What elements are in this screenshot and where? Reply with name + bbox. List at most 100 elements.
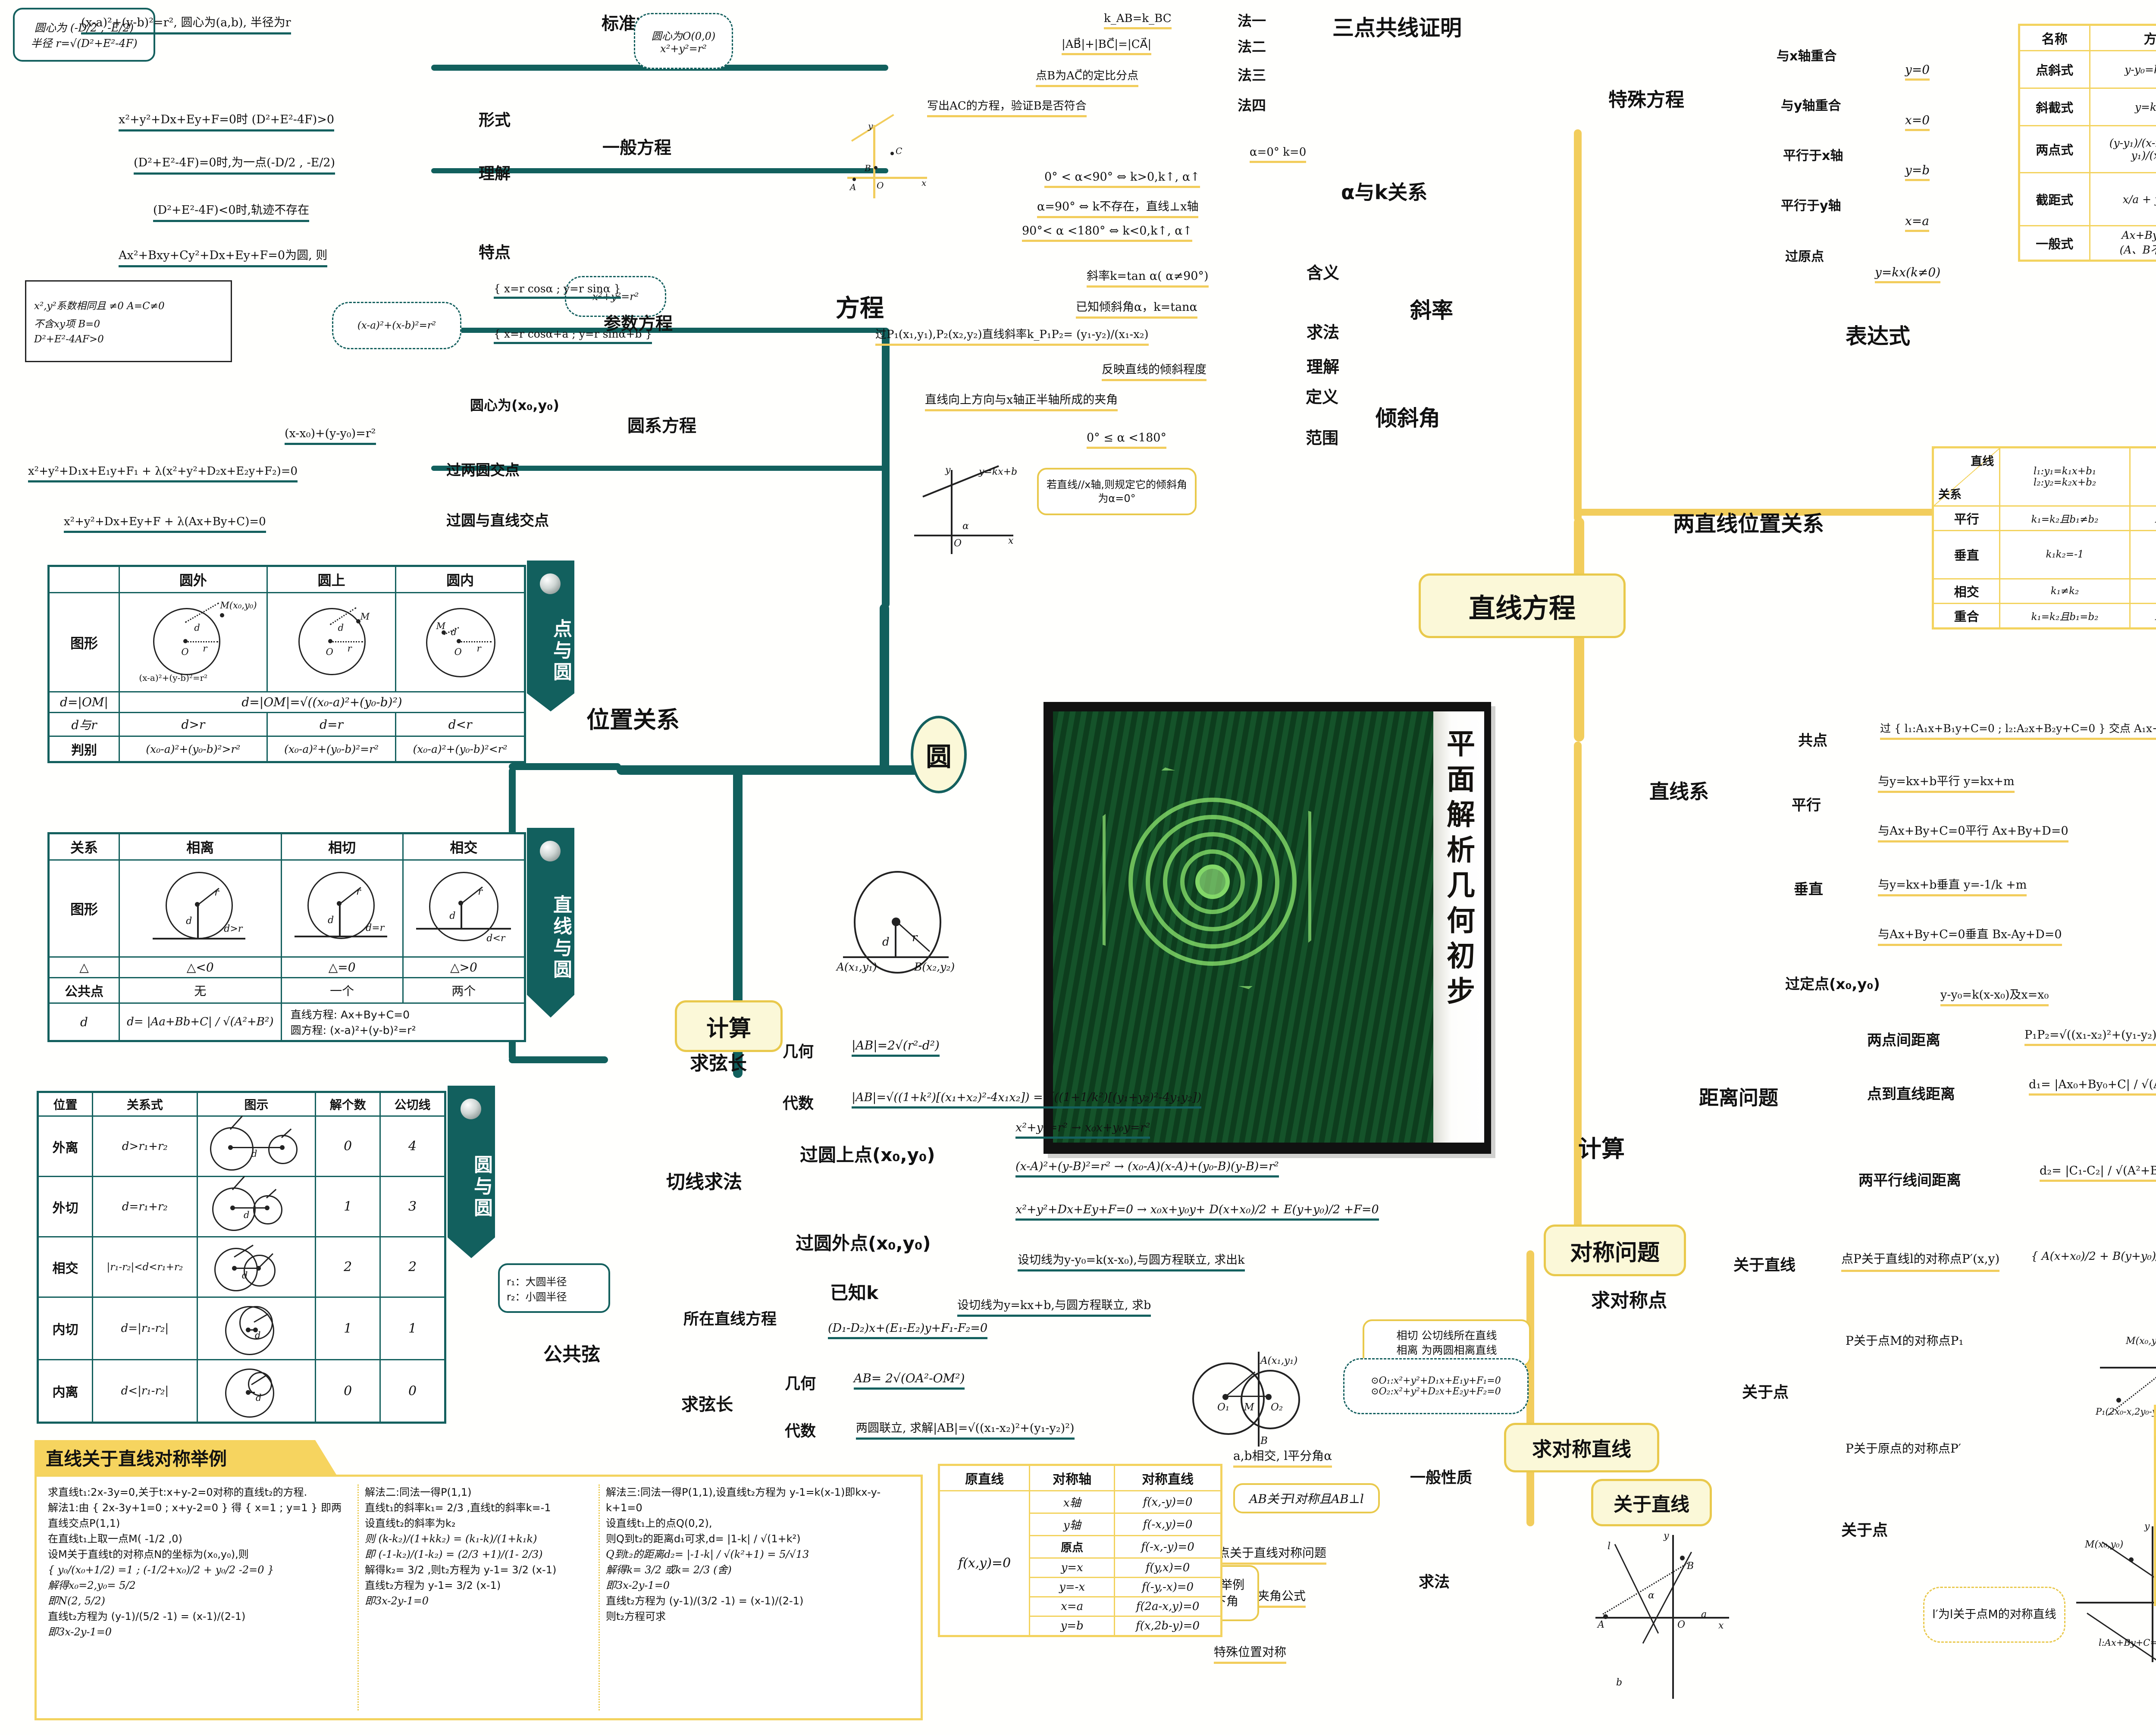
circle-general-callout: 圆心为 (-D/2 , -E/2) 半径 r=√(D²+E²-4F) bbox=[13, 8, 155, 62]
figure-line-separate: d r d>r bbox=[146, 868, 254, 947]
ex1-line7: 即N(2, 5/2) bbox=[48, 1595, 105, 1607]
cell-solutions: 0 bbox=[315, 1359, 381, 1423]
cell-name: 两点式 bbox=[2018, 125, 2090, 173]
label-sym-point-about-line: 关于直线 bbox=[1733, 1256, 1796, 1274]
table-row: △ △<0 △=0 △>0 bbox=[48, 956, 526, 978]
ex2-line7: 直线t₂方程为 y-1= 3/2 (x-1) bbox=[365, 1579, 501, 1591]
leaf-tangent-on-1: x²+y²=r² → x₀x+y₀y=r² bbox=[1015, 1121, 1150, 1139]
node-circle[interactable]: 圆 bbox=[911, 716, 967, 793]
label-expression: 表达式 bbox=[1846, 324, 1910, 349]
cell-name: 斜截式 bbox=[2018, 88, 2090, 126]
cell-c2: A₁B₂=A₂B₁且A₁C₂≠A₂C₁ bbox=[2129, 505, 2156, 531]
label-inclination-range: 范围 bbox=[1306, 429, 1339, 448]
book-title: 平面解析几何初步 bbox=[1442, 729, 1476, 1012]
label-chord-alg: 代数 bbox=[783, 1095, 814, 1112]
cell-result: f(2a-x,y)=0 bbox=[1114, 1596, 1222, 1617]
label-collinear-method-3: 法三 bbox=[1238, 67, 1266, 84]
label-line-family-concurrent: 共点 bbox=[1798, 732, 1827, 749]
node-symmetry-problem[interactable]: 对称问题 bbox=[1544, 1225, 1686, 1276]
book-spine: 平面解析几何初步 bbox=[1433, 711, 1484, 1143]
cell-relation: 垂直 bbox=[1932, 530, 2001, 579]
cloud-sym-line-text: l′为l关于点M的对称直线 bbox=[1932, 1608, 2056, 1622]
ex1-line9: 即3x-2y-1=0 bbox=[48, 1626, 112, 1638]
callout-parallel-text: 若直线//x轴,则规定它的倾斜角为α=0° bbox=[1046, 478, 1187, 504]
table-row: d d= |Aa+Bb+C| / √(A²+B²) 直线方程: Ax+By+C=… bbox=[48, 1002, 526, 1042]
leaf-line-family-parallel-2: 与Ax+By+C=0平行 Ax+By+D=0 bbox=[1878, 821, 2068, 842]
label-distance-two-points: 两点间距离 bbox=[1867, 1032, 1940, 1049]
table-row: 重合 k₁=k₂且b₁=b₂ A₁B₂=A₂B₁且A₁C₂=A₂C₁ 无数解 bbox=[1932, 602, 2156, 629]
label-slope: 斜率 bbox=[1410, 298, 1453, 323]
leaf-common-chord-line: (D₁-D₂)x+(E₁-E₂)y+F₁-F₂=0 bbox=[828, 1322, 988, 1339]
label-common-chord: 公共弦 bbox=[543, 1344, 600, 1365]
cell-relation: d<|r₁-r₂| bbox=[91, 1359, 198, 1423]
node-calculation-circle[interactable]: 计算 bbox=[675, 1000, 783, 1052]
leaf-slope-understand: 反映直线的倾斜程度 bbox=[1102, 360, 1206, 381]
label-position-relation: 位置关系 bbox=[586, 706, 680, 733]
label-sym-point-about-point: 关于点 bbox=[1742, 1384, 1789, 1401]
cell-note-circle: 圆方程: (x-a)²+(y-b)²=r² bbox=[290, 1024, 416, 1037]
table-row: 原点 f(-x,-y)=0 bbox=[939, 1535, 1222, 1559]
node-line-equation[interactable]: 直线方程 bbox=[1419, 573, 1626, 638]
label-common-chord-length: 求弦长 bbox=[681, 1395, 733, 1415]
cell-common-3: 两个 bbox=[402, 977, 526, 1004]
banner-example: 直线关于直线对称举例 bbox=[34, 1440, 336, 1475]
cell-point-P: P(a,b) bbox=[2154, 1462, 2156, 1606]
ex2-line6: 解得k₂= 3/2 ,则t₂方程为 y-1= 3/2 (x-1) bbox=[365, 1564, 557, 1576]
th-general-form: l₁:A₁x₁+B₁y₁+C₁=0 l₂:A₂x₂+B₂y₂+C₂=0 bbox=[2129, 447, 2156, 507]
leaf-line-family-perp-2: 与Ax+By+C=0垂直 Bx-Ay+D=0 bbox=[1878, 925, 2062, 946]
leaf-collinear-2: |AB⃗|+|BC⃗|=|CA⃗| bbox=[1062, 38, 1152, 55]
label-special-equation: 特殊方程 bbox=[1608, 89, 1684, 111]
ex1-line4: 设M关于直线t的对称点N的坐标为(x₀,y₀),则 bbox=[48, 1548, 249, 1560]
leaf-collinear-3: 点B为AC⃗的定比分点 bbox=[1036, 67, 1139, 87]
table-row: 内离 d<|r₁-r₂| d 0 0 bbox=[37, 1359, 446, 1423]
leaf-general-form: x²+y²+Dx+Ey+F=0时 (D²+E²-4F)>0 bbox=[119, 110, 335, 132]
cell-dr-1: d>r bbox=[119, 712, 268, 737]
hub-calculation-line: 计算 bbox=[1578, 1135, 1625, 1162]
table-row: 公共点 无 一个 两个 bbox=[48, 977, 526, 1004]
label-collinear-method-4: 法四 bbox=[1238, 97, 1266, 114]
cell-axis: x轴 bbox=[1029, 1490, 1116, 1514]
leaf-slope-method-1: 已知倾斜角α，k=tanα bbox=[1076, 298, 1197, 319]
leaf-inclination-range: 0° ≤ α <180° bbox=[1087, 431, 1166, 449]
th-tangent: 相切 bbox=[280, 833, 404, 861]
label-common-chord-alg: 代数 bbox=[785, 1422, 816, 1440]
label-line-family-perp: 垂直 bbox=[1794, 881, 1823, 898]
node-find-symmetric-line[interactable]: 求对称直线 bbox=[1504, 1423, 1659, 1472]
cell-judge-1: (x₀-a)²+(y₀-b)²>r² bbox=[119, 736, 268, 763]
label-two-line-relation: 两直线位置关系 bbox=[1673, 511, 1824, 536]
label-tangent-method: 切线求法 bbox=[666, 1171, 742, 1193]
table-row: y=x f(y,x)=0 bbox=[939, 1557, 1222, 1578]
th-separate: 相离 bbox=[119, 833, 282, 861]
th-position: 位置 bbox=[37, 1091, 93, 1117]
cell-c2: A₁/B₁ · A₂/B₂ =-1 A₁B₂+A₂B₁=0 bbox=[2129, 530, 2156, 579]
leaf-distance-parallel: d₂= |C₁-C₂| / √(A²+B²) bbox=[2040, 1164, 2156, 1182]
leaf-special-eq-cond-5: 过原点 bbox=[1785, 249, 1824, 264]
feature-line-1: x²,y²系数相同且 ≠0 A=C≠0 bbox=[34, 301, 165, 312]
leaf-alpha-k-3: α=90° ⇔ k不存在，直线⊥x轴 bbox=[1037, 197, 1199, 218]
node-sym-line-about-line-label: 关于直线 bbox=[1614, 1494, 1689, 1516]
cell-c1: k₁=k₂且b₁≠b₂ bbox=[1999, 505, 2131, 531]
leaf-line-family-fixed-point: y-y₀=k(x-x₀)及x=x₀ bbox=[1940, 985, 2049, 1006]
cell-delta-head: △ bbox=[48, 956, 120, 978]
leaf-special-eq-val-4: x=a bbox=[1905, 214, 1929, 232]
table-row: y=b f(x,2b-y)=0 bbox=[939, 1616, 1222, 1637]
cell-solutions: 1 bbox=[315, 1297, 381, 1360]
leaf-sym-point-about-line: 点P关于直线l的对称点P′(x,y) bbox=[1841, 1250, 2000, 1272]
cell-d-head: d bbox=[48, 1002, 120, 1042]
cell-d-formula: d=|OM|=√((x₀-a)²+(y₀-b)²) bbox=[119, 691, 526, 713]
leaf-general-property-2: AB关于l对称且AB⊥l bbox=[1233, 1483, 1380, 1513]
ex1-line2: 解法1:由 { 2x-3y+1=0 ; x+y-2=0 } 得 { x=1 ; … bbox=[48, 1502, 342, 1529]
leaf-family-line-circle: x²+y²+Dx+Ey+F + λ(Ax+By+C)=0 bbox=[64, 515, 266, 533]
th-tangents: 公切线 bbox=[379, 1091, 446, 1117]
leaf-tangent-known-k: 设切线为y=kx+b,与圆方程联立, 求b bbox=[957, 1296, 1151, 1317]
cell-common-1: 无 bbox=[119, 977, 282, 1004]
table-line-forms: 名称 方程 几何条件 局限性 点斜式 y-y₀=k(x-x₀) 过点(x₀,y₀… bbox=[2018, 24, 2156, 262]
leaf-special-position-sym: 特殊位置对称 bbox=[1214, 1643, 1287, 1664]
cell-relation: d=|r₁-r₂| bbox=[91, 1297, 198, 1360]
label-common-chord-geo: 几何 bbox=[785, 1375, 816, 1393]
node-find-sym-line-label: 求对称直线 bbox=[1532, 1437, 1631, 1461]
leaf-sym-point-about-M: P关于点M的对称点P₁ bbox=[1846, 1334, 1964, 1348]
figure-point-on: M d O r bbox=[286, 600, 377, 682]
node-sym-line-about-line[interactable]: 关于直线 bbox=[1591, 1479, 1712, 1526]
